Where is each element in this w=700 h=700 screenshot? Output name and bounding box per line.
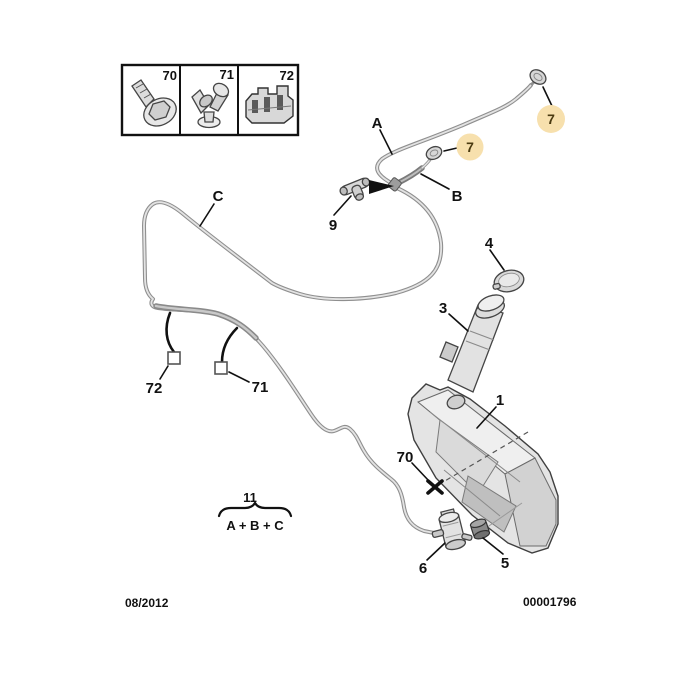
kit-formula-block: 11 A + B + C xyxy=(217,490,293,533)
leader-b xyxy=(420,173,450,190)
leader-4 xyxy=(489,249,505,271)
fastener-box-label-72: 72 xyxy=(280,68,294,83)
badge-label-7-right: 7 xyxy=(547,111,555,127)
leader-7-right xyxy=(542,86,553,107)
filler-neck-part xyxy=(439,294,506,393)
label-pump: 6 xyxy=(419,560,427,577)
pump-grommet-part xyxy=(469,502,523,540)
leader-71 xyxy=(228,371,250,383)
label-hose-c: C xyxy=(213,188,224,205)
document-number: 00001796 xyxy=(523,595,577,609)
label-clip-72: 72 xyxy=(146,380,163,397)
label-t-connector: 9 xyxy=(329,217,337,234)
fastener-reference-box: 70 71 72 xyxy=(120,63,300,137)
over-brace xyxy=(217,500,293,518)
label-reservoir: 1 xyxy=(496,392,504,409)
plastic-clip-icon xyxy=(191,82,230,129)
clip-72-position xyxy=(159,311,181,380)
leader-5 xyxy=(482,537,504,555)
kit-number-label: 11 xyxy=(243,490,257,505)
filler-cap-part xyxy=(492,269,525,293)
leader-7-left xyxy=(443,147,458,152)
clip-71-position xyxy=(214,326,250,383)
leader-a xyxy=(379,129,393,155)
label-clip-71: 71 xyxy=(252,379,269,396)
kit-formula-label: A + B + C xyxy=(226,518,284,533)
badge-circle xyxy=(456,133,484,161)
label-filler-neck: 3 xyxy=(439,300,447,317)
leader-9 xyxy=(333,195,352,216)
clip-71-square xyxy=(214,361,228,375)
washer-pump-part xyxy=(431,508,473,551)
label-grommet: 5 xyxy=(501,555,509,572)
leader-c xyxy=(199,203,215,227)
t-connector-part xyxy=(339,177,394,201)
leader-6 xyxy=(426,542,446,561)
hex-flange-bolt-icon xyxy=(131,79,177,127)
leader-1 xyxy=(476,406,497,429)
label-cap: 4 xyxy=(485,235,494,252)
label-bolt-70: 70 xyxy=(397,449,414,466)
label-hose-b: B xyxy=(452,188,463,205)
clip-72-square xyxy=(167,351,181,365)
badge-circle xyxy=(537,105,565,133)
washer-jet-right xyxy=(529,69,547,87)
edition-date: 08/2012 xyxy=(125,596,169,610)
badge-label-7-left: 7 xyxy=(466,139,474,155)
highlight-badge-7-right[interactable]: 7 xyxy=(537,86,565,133)
highlight-badge-7-left[interactable]: 7 xyxy=(443,133,484,161)
label-hose-a: A xyxy=(372,115,383,132)
leader-70 xyxy=(411,462,430,482)
fastener-box-label-70: 70 xyxy=(163,68,177,83)
bolt-marker-70 xyxy=(426,479,444,495)
hose-c-supply-line xyxy=(142,186,444,535)
fastener-box-label-71: 71 xyxy=(220,67,234,82)
installation-arrow xyxy=(369,180,394,194)
slotted-bracket-clip-icon xyxy=(245,85,294,124)
hose-a-jet-line xyxy=(375,83,533,186)
hose-sleeve-highlight xyxy=(154,304,258,340)
reservoir-tank-part xyxy=(407,383,559,554)
leader-72 xyxy=(159,365,169,380)
washer-jet-left xyxy=(425,145,443,161)
hose-junction-connector xyxy=(387,177,402,192)
leader-3 xyxy=(448,313,469,332)
